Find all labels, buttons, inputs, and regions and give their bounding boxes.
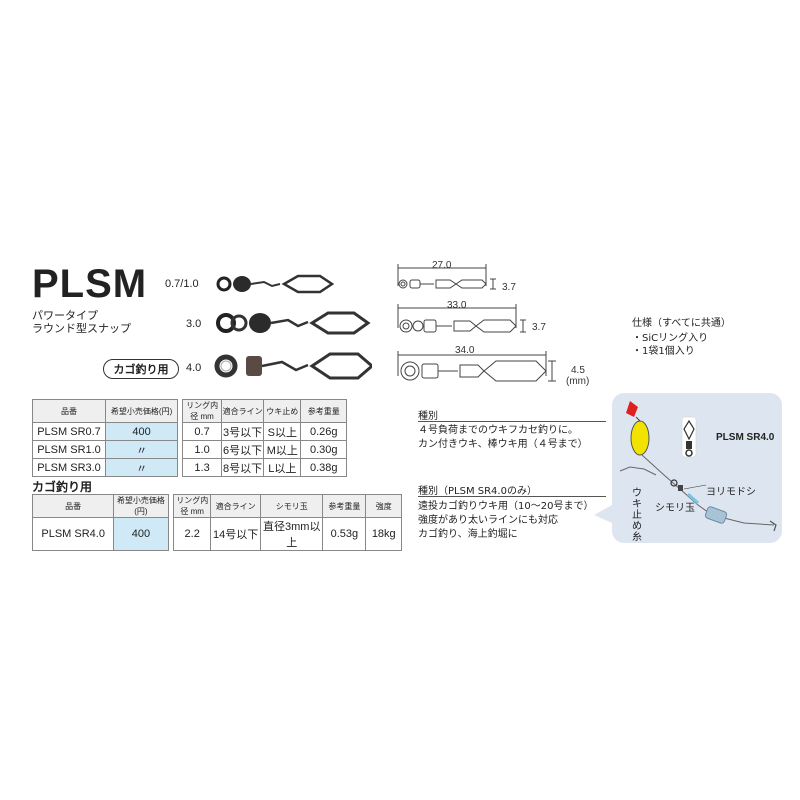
type2-heading: 種別（PLSM SR4.0のみ） bbox=[418, 486, 537, 497]
cell-line: 6号以下 bbox=[221, 440, 265, 459]
cell-stopper: M以上 bbox=[263, 440, 302, 459]
dim-length-2: 33.0 bbox=[447, 300, 467, 311]
spec-item-count: ・1袋1個入り bbox=[632, 346, 695, 357]
kago-icon bbox=[704, 506, 728, 524]
swivel-snap-medium-image bbox=[216, 311, 371, 335]
table-gap bbox=[168, 494, 174, 518]
table-row: PLSM SR0.7 400 0.7 3号以下 S以上 0.26g bbox=[31, 422, 347, 441]
cell-line: 8号以下 bbox=[221, 458, 265, 477]
size-label-4-0: 4.0 bbox=[186, 362, 202, 374]
product-photos bbox=[214, 274, 372, 380]
cell-ring: 1.3 bbox=[182, 458, 223, 477]
dim-unit: (mm) bbox=[566, 376, 590, 387]
snap-inset-icon bbox=[683, 419, 695, 441]
col-header: 参考重量 bbox=[300, 399, 347, 423]
cell-price: 400 bbox=[113, 517, 169, 551]
col-header: 参考重量 bbox=[322, 494, 367, 518]
label-ukidome: ウキ止め糸 bbox=[632, 488, 642, 543]
cell-ring: 0.7 bbox=[182, 422, 223, 441]
dim-height-3: 4.5 bbox=[571, 365, 585, 376]
cell-weight: 0.30g bbox=[300, 440, 347, 459]
label-yorimodoshi: ヨリモドシ bbox=[706, 487, 756, 498]
size-label-3-0: 3.0 bbox=[186, 318, 202, 330]
cell-stopper: L以上 bbox=[263, 458, 302, 477]
cell-ring: 2.2 bbox=[173, 517, 212, 551]
cell-model: PLSM SR3.0 bbox=[31, 458, 107, 477]
cell-model: PLSM SR4.0 bbox=[31, 517, 115, 551]
kago-badge: カゴ釣り用 bbox=[103, 359, 179, 379]
cell-strength: 18kg bbox=[365, 517, 402, 551]
size-label-0-7: 0.7/1.0 bbox=[165, 278, 199, 290]
table-row: PLSM SR3.0 〃 1.3 8号以下 L以上 0.38g bbox=[31, 458, 347, 477]
cell-model: PLSM SR0.7 bbox=[31, 422, 107, 441]
cell-price: 〃 bbox=[105, 458, 179, 477]
table-row: PLSM SR4.0 400 2.2 14号以下 直径3mm以上 0.53g 1… bbox=[31, 517, 402, 551]
illustration-product-label: PLSM SR4.0 bbox=[716, 432, 775, 443]
cell-weight: 0.53g bbox=[322, 517, 367, 551]
cell-ring: 1.0 bbox=[182, 440, 223, 459]
type1-heading: 種別 bbox=[418, 411, 438, 422]
swivel-snap-large-image bbox=[214, 352, 372, 380]
subtitle-power-type: パワータイプ bbox=[32, 309, 98, 322]
type1-divider bbox=[418, 421, 606, 422]
dim-height-1: 3.7 bbox=[502, 282, 516, 293]
spec-title: 仕様（すべてに共通） bbox=[632, 318, 731, 329]
type2-divider bbox=[418, 496, 606, 497]
table-gap bbox=[177, 399, 183, 423]
col-header: リング内径 mm bbox=[182, 399, 223, 423]
dim-height-2: 3.7 bbox=[532, 322, 546, 333]
cell-shimori: 直径3mm以上 bbox=[260, 517, 324, 551]
table-header-row: 品番 希望小売価格(円) リング内径 mm 適合ライン ウキ止め 参考重量 bbox=[31, 399, 347, 423]
spec-table: 品番 希望小売価格(円) リング内径 mm 適合ライン ウキ止め 参考重量 PL… bbox=[31, 399, 347, 477]
cell-line: 3号以下 bbox=[221, 422, 265, 441]
swivel-icon bbox=[670, 479, 683, 491]
col-header: 希望小売価格(円) bbox=[105, 399, 179, 423]
col-header: ウキ止め bbox=[263, 399, 302, 423]
col-header: 品番 bbox=[31, 494, 115, 518]
float-icon bbox=[630, 420, 650, 456]
table-header-row: 品番 希望小売価格(円) リング内径 mm 適合ライン シモリ玉 参考重量 強度 bbox=[31, 494, 402, 518]
col-header: 希望小売価格(円) bbox=[113, 494, 169, 518]
col-header: 強度 bbox=[365, 494, 402, 518]
cell-price: 400 bbox=[105, 422, 179, 441]
spec-item-sic: ・SiCリング入り bbox=[632, 333, 709, 344]
product-title: PLSM bbox=[32, 262, 148, 306]
subtitle-round-snap: ラウンド型スナップ bbox=[32, 322, 131, 335]
dimension-drawings bbox=[397, 264, 556, 382]
label-shimoridama: シモリ玉 bbox=[655, 503, 695, 514]
table-row: PLSM SR1.0 〃 1.0 6号以下 M以上 0.30g bbox=[31, 440, 347, 459]
shimori-dama-icon bbox=[686, 492, 700, 505]
rig-illustration bbox=[594, 401, 777, 532]
cell-weight: 0.38g bbox=[300, 458, 347, 477]
col-header: 品番 bbox=[31, 399, 107, 423]
hook-icon bbox=[769, 520, 777, 532]
type2-line-2: 強度があり太いラインにも対応 bbox=[418, 515, 558, 526]
cell-weight: 0.26g bbox=[300, 422, 347, 441]
col-header: 適合ライン bbox=[221, 399, 265, 423]
cell-stopper: S以上 bbox=[263, 422, 302, 441]
float-top-icon bbox=[626, 401, 638, 417]
col-header: シモリ玉 bbox=[260, 494, 324, 518]
kago-spec-table: 品番 希望小売価格(円) リング内径 mm 適合ライン シモリ玉 参考重量 強度… bbox=[31, 494, 402, 551]
type1-line-2: カン付きウキ、棒ウキ用（４号まで） bbox=[418, 439, 588, 450]
type2-line-3: カゴ釣り、海上釣堀に bbox=[418, 529, 518, 540]
dim-length-1: 27.0 bbox=[432, 260, 452, 271]
cell-model: PLSM SR1.0 bbox=[31, 440, 107, 459]
cell-line: 14号以下 bbox=[210, 517, 262, 551]
cell-price: 〃 bbox=[105, 440, 179, 459]
type2-line-1: 遠投カゴ釣りウキ用（10～20号まで） bbox=[418, 501, 594, 512]
dim-length-3: 34.0 bbox=[455, 345, 475, 356]
kago-table-title: カゴ釣り用 bbox=[32, 480, 93, 494]
col-header: 適合ライン bbox=[210, 494, 262, 518]
type1-line-1: ４号負荷までのウキフカセ釣りに。 bbox=[418, 425, 578, 436]
swivel-snap-small-image bbox=[216, 274, 335, 294]
col-header: リング内径 mm bbox=[173, 494, 212, 518]
